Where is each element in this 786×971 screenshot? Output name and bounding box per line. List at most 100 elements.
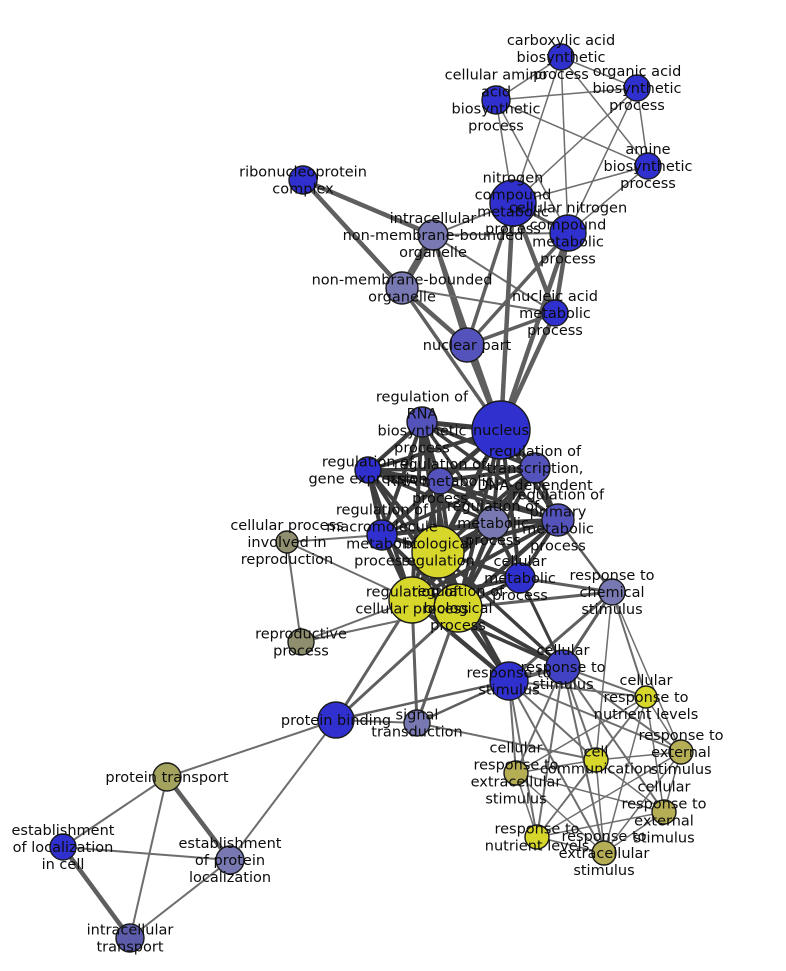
node-respnutr[interactable]	[524, 824, 550, 850]
edge-cellcomm-respextra	[595, 759, 605, 854]
edge-organic-cellnitro	[567, 87, 638, 234]
node-label-nucpart: nuclear part	[423, 338, 512, 354]
edge-organic-nitro	[512, 87, 638, 204]
node-respchem[interactable]	[598, 578, 626, 606]
edge-bioreg-cellrespstim	[436, 550, 565, 669]
edge-nucleus-nitro	[498, 202, 516, 431]
edge-estprotloc-intratrans	[129, 859, 231, 939]
node-carbox[interactable]	[547, 43, 575, 71]
node-cellprocrepro[interactable]	[275, 530, 299, 554]
node-estprotloc[interactable]	[215, 845, 245, 875]
edge-cellprocrepro-reproproc	[286, 541, 302, 643]
edge-estloc-intratrans	[61, 845, 132, 940]
edge-regbioproc-protbind	[334, 606, 460, 722]
node-regRNAmet[interactable]	[426, 467, 454, 495]
node-cellrespextra[interactable]	[503, 760, 529, 786]
edge-prottrans-estprotloc	[165, 775, 232, 862]
edge-cellrespnutr-respextra	[603, 696, 647, 854]
node-nucacid[interactable]	[541, 299, 569, 327]
edge-regRNAbio-regcellproc	[410, 421, 424, 601]
node-organic[interactable]	[623, 74, 651, 102]
node-nitro[interactable]	[489, 179, 537, 227]
edge-regRNAbio-regmet	[420, 420, 495, 525]
node-respextra[interactable]	[591, 840, 617, 866]
edge-ribo-nmborg	[301, 178, 404, 290]
node-regprimmet[interactable]	[541, 503, 575, 537]
node-estloc[interactable]	[49, 833, 77, 861]
edge-regtxn-reggene	[367, 466, 536, 472]
edge-regRNAmet-regprimmet	[439, 479, 559, 522]
edge-organic-amino	[495, 87, 638, 101]
node-ribo[interactable]	[288, 165, 318, 195]
node-respext[interactable]	[668, 739, 694, 765]
node-cellrespnutr[interactable]	[634, 685, 658, 709]
node-regtxn[interactable]	[519, 452, 551, 484]
edge-cellrespnutr-cellrespextra	[515, 696, 647, 774]
edge-cellrespstim-respnutr	[536, 666, 564, 838]
edge-reproproc-regbioproc	[300, 607, 459, 643]
edge-regprimmet-regmacromet	[381, 518, 559, 537]
node-regmacromet[interactable]	[366, 519, 398, 551]
edge-amino-cellnitro	[495, 99, 569, 234]
node-cellrespstim[interactable]	[545, 649, 581, 685]
node-protbind[interactable]	[317, 701, 355, 739]
node-prottrans[interactable]	[152, 762, 182, 792]
node-respstim[interactable]	[489, 661, 529, 701]
node-amine[interactable]	[634, 152, 662, 180]
edge-prottrans-intratrans	[129, 776, 168, 939]
node-nmborg[interactable]	[385, 271, 419, 305]
node-cellcomm[interactable]	[583, 747, 609, 773]
node-bioreg[interactable]	[411, 525, 465, 579]
edge-ribo-intraorg	[302, 177, 434, 238]
edge-protbind-prottrans	[166, 719, 337, 778]
edge-cellcomm-cellrespextra	[515, 759, 597, 774]
edge-reggene-regprimmet	[367, 468, 559, 522]
edge-nucleus-cellnitro	[498, 232, 571, 431]
node-amino[interactable]	[481, 85, 511, 115]
edge-nucpart-cellnitro	[465, 231, 570, 347]
edge-respchem-cellcomm	[595, 591, 613, 761]
node-label-protbind: protein binding	[281, 713, 391, 729]
edge-respext-cellcomm	[595, 751, 682, 761]
node-nucleus[interactable]	[471, 400, 531, 460]
node-reproproc[interactable]	[287, 628, 315, 656]
node-cellmet[interactable]	[504, 562, 536, 594]
node-regbioproc[interactable]	[433, 583, 483, 633]
node-cellnitro[interactable]	[549, 214, 587, 252]
node-reggene[interactable]	[354, 456, 382, 484]
node-regmet[interactable]	[476, 506, 510, 540]
node-intratrans[interactable]	[115, 923, 145, 953]
edge-carbox-amine	[560, 56, 649, 167]
node-nucpart[interactable]	[449, 327, 485, 363]
node-intraorg[interactable]	[417, 219, 449, 251]
node-label-prottrans: protein transport	[105, 770, 228, 786]
node-sigtrans[interactable]	[403, 709, 431, 737]
node-cellrespext[interactable]	[651, 799, 677, 825]
node-regRNAbio[interactable]	[406, 406, 438, 438]
edge-intraorg-cellnitro	[432, 232, 569, 236]
